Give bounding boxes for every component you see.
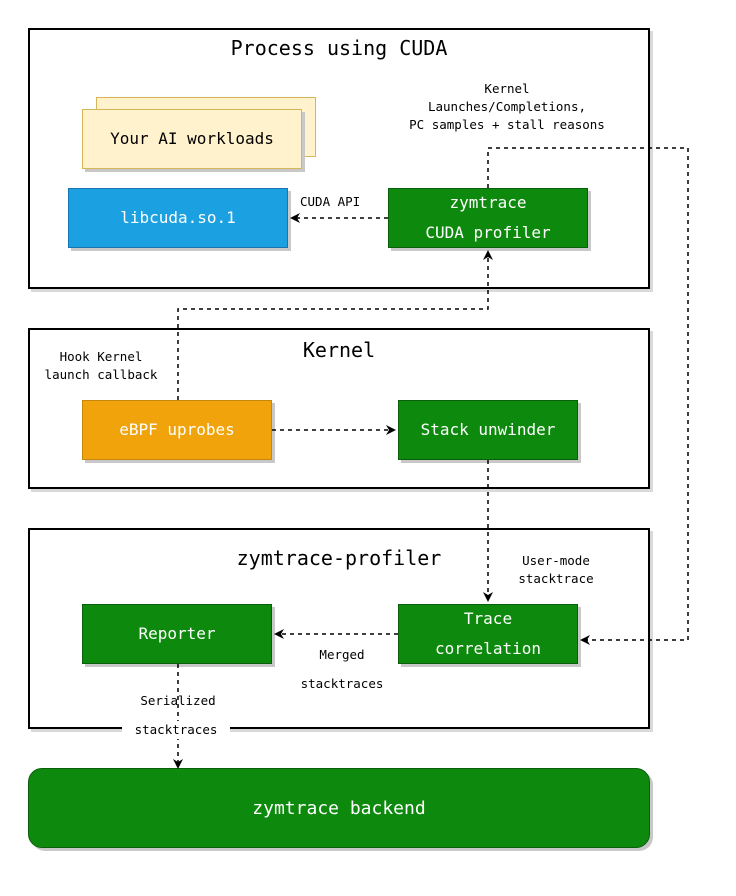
trace-correlation-label-line2: correlation <box>435 639 541 658</box>
kernel-events-label-line3: PC samples + stall reasons <box>409 117 605 132</box>
process-frame-title: Process using CUDA <box>230 36 448 60</box>
kernel-events-label-line1: Kernel <box>484 81 530 96</box>
serialized-label-line1: Serialized <box>140 693 216 708</box>
stack-unwinder-node: Stack unwinder <box>398 400 578 460</box>
libcuda-label: libcuda.so.1 <box>120 208 236 227</box>
merged-label-line2: stacktraces <box>300 676 384 691</box>
hook-callback-label: Hook Kernel launch callback <box>28 348 174 384</box>
ai-workloads-label: Your AI workloads <box>110 129 274 148</box>
stack-unwinder-label: Stack unwinder <box>420 420 556 439</box>
kernel-events-label-line2: Launches/Completions, <box>427 99 587 114</box>
kernel-events-arrow <box>487 147 689 645</box>
zymtrace-backend-label: zymtrace backend <box>252 797 426 819</box>
merged-label-line1: Merged <box>319 647 365 662</box>
user-mode-stacktrace-label: User-mode stacktrace <box>506 552 606 588</box>
reporter-label: Reporter <box>138 624 216 643</box>
zymtrace-backend-node: zymtrace backend <box>28 768 650 848</box>
cuda-profiler-label-line1: zymtrace <box>449 193 527 212</box>
hook-callback-label-line2: launch callback <box>44 367 158 382</box>
ai-workloads-node: Your AI workloads <box>82 109 302 169</box>
trace-correlation-node: Trace correlation <box>398 604 578 664</box>
cuda-profiler-label-line2: CUDA profiler <box>425 223 551 242</box>
profiler-frame-title: zymtrace-profiler <box>236 546 442 570</box>
libcuda-node: libcuda.so.1 <box>68 188 288 248</box>
user-mode-label-line1: User-mode <box>522 553 590 568</box>
kernel-frame-title: Kernel <box>302 338 376 362</box>
trace-correlation-label-line1: Trace <box>463 609 513 628</box>
ebpf-uprobes-label: eBPF uprobes <box>119 420 235 439</box>
cuda-profiler-node: zymtrace CUDA profiler <box>388 188 588 248</box>
cuda-api-label: CUDA API <box>300 193 361 211</box>
hook-callback-label-line1: Hook Kernel <box>59 349 143 364</box>
reporter-node: Reporter <box>82 604 272 664</box>
serialized-label-line2: stacktraces <box>122 721 230 739</box>
user-mode-label-line2: stacktrace <box>518 571 594 586</box>
hook-callback-arrow <box>177 250 493 400</box>
ebpf-uprobes-node: eBPF uprobes <box>82 400 272 460</box>
kernel-events-label: Kernel Launches/Completions, PC samples … <box>384 80 630 134</box>
